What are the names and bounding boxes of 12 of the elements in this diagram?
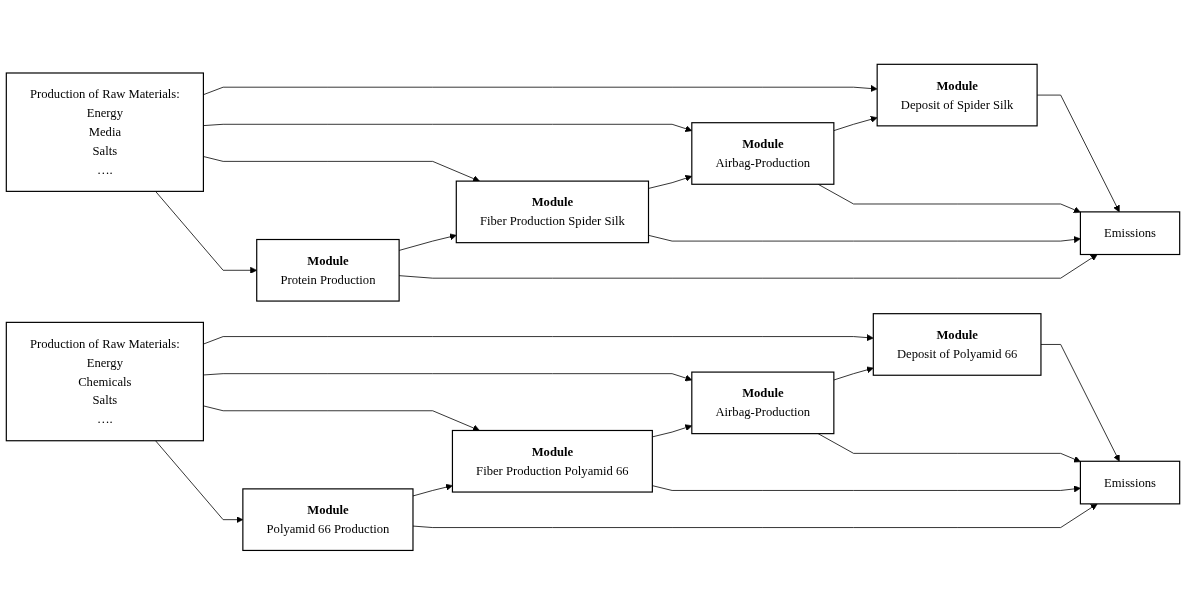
node-box: Production of Raw Materials: Energy Media Salts …. <box>5 72 204 192</box>
node-box: Production of Raw Materials: Energy Chemicals Salts …. <box>5 321 204 441</box>
node-box: Module Fiber Production Polyamid 66 <box>451 429 653 493</box>
node-box: Module Airbag-Production <box>691 371 835 434</box>
node-box: Module Deposit of Spider Silk <box>876 63 1038 127</box>
node-box: Emissions <box>1079 210 1181 255</box>
node-box: Module Polyamid 66 Production <box>242 487 414 551</box>
node-box: Module Fiber Production Spider Silk <box>455 180 650 243</box>
node-box: Module Protein Production <box>256 238 400 302</box>
node-box: Emissions <box>1079 460 1181 505</box>
node-box: Module Airbag-Production <box>691 121 835 185</box>
node-box: Module Deposit of Polyamid 66 <box>872 312 1042 376</box>
